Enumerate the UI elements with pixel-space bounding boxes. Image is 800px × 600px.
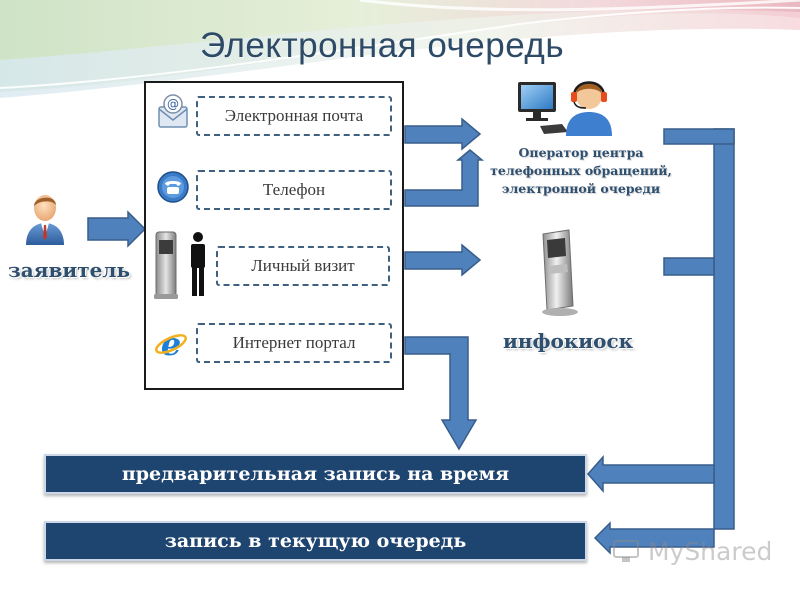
channel-portal: Интернет портал bbox=[196, 323, 392, 363]
infokiosk-icon bbox=[531, 226, 587, 318]
arrow-email-to-operator bbox=[404, 117, 482, 151]
svg-text:@: @ bbox=[167, 97, 179, 111]
header-banner bbox=[0, 0, 800, 98]
arrow-portal-to-booking bbox=[404, 336, 478, 451]
queue-bar-label: запись в текущую очередь bbox=[164, 530, 467, 552]
channel-email-label: Электронная почта bbox=[224, 106, 364, 125]
applicant-label: заявитель bbox=[8, 258, 131, 282]
channel-phone-label: Телефон bbox=[262, 180, 326, 199]
watermark-text: MyShared bbox=[647, 537, 773, 566]
arrow-visit-to-kiosk bbox=[404, 243, 482, 277]
operator-label-line-2: телефонных обращений, bbox=[490, 163, 672, 178]
vertical-distribution-line bbox=[713, 128, 735, 530]
email-icon: @ bbox=[156, 93, 190, 131]
arrow-applicant-to-channels bbox=[87, 210, 147, 248]
arrow-to-queue-bar bbox=[593, 521, 715, 555]
phone-icon bbox=[156, 170, 190, 204]
arrow-phone-to-operator bbox=[404, 149, 485, 207]
page-title: Электронная очередь bbox=[200, 26, 565, 65]
operator-computer-icon bbox=[514, 74, 614, 136]
svg-text:e: e bbox=[161, 326, 181, 360]
channel-visit-label: Личный визит bbox=[251, 256, 355, 275]
channel-phone: Телефон bbox=[196, 170, 392, 210]
kiosk-visitor-icon bbox=[150, 228, 214, 302]
operator-label-line-3: электронной очереди bbox=[501, 181, 661, 196]
channel-portal-label: Интернет портал bbox=[232, 333, 356, 352]
booking-bar: предварительная запись на время bbox=[44, 454, 587, 494]
watermark: MyShared bbox=[612, 537, 772, 566]
connector-from-kiosk bbox=[663, 257, 715, 276]
queue-bar: запись в текущую очередь bbox=[44, 521, 587, 561]
operator-label-line-1: Оператор центра bbox=[518, 145, 644, 160]
person-icon bbox=[22, 191, 68, 247]
watermark-logo-icon bbox=[613, 540, 639, 562]
kiosk-label: инфокиоск bbox=[503, 329, 634, 353]
connector-from-operator bbox=[663, 128, 735, 145]
arrow-to-booking-bar bbox=[586, 455, 715, 493]
operator-label: Оператор центра телефонных обращений, эл… bbox=[476, 144, 686, 198]
channel-visit: Личный визит bbox=[216, 246, 390, 286]
booking-bar-label: предварительная запись на время bbox=[121, 463, 510, 485]
channel-email: Электронная почта bbox=[196, 96, 392, 136]
internet-explorer-icon: e bbox=[154, 325, 188, 363]
